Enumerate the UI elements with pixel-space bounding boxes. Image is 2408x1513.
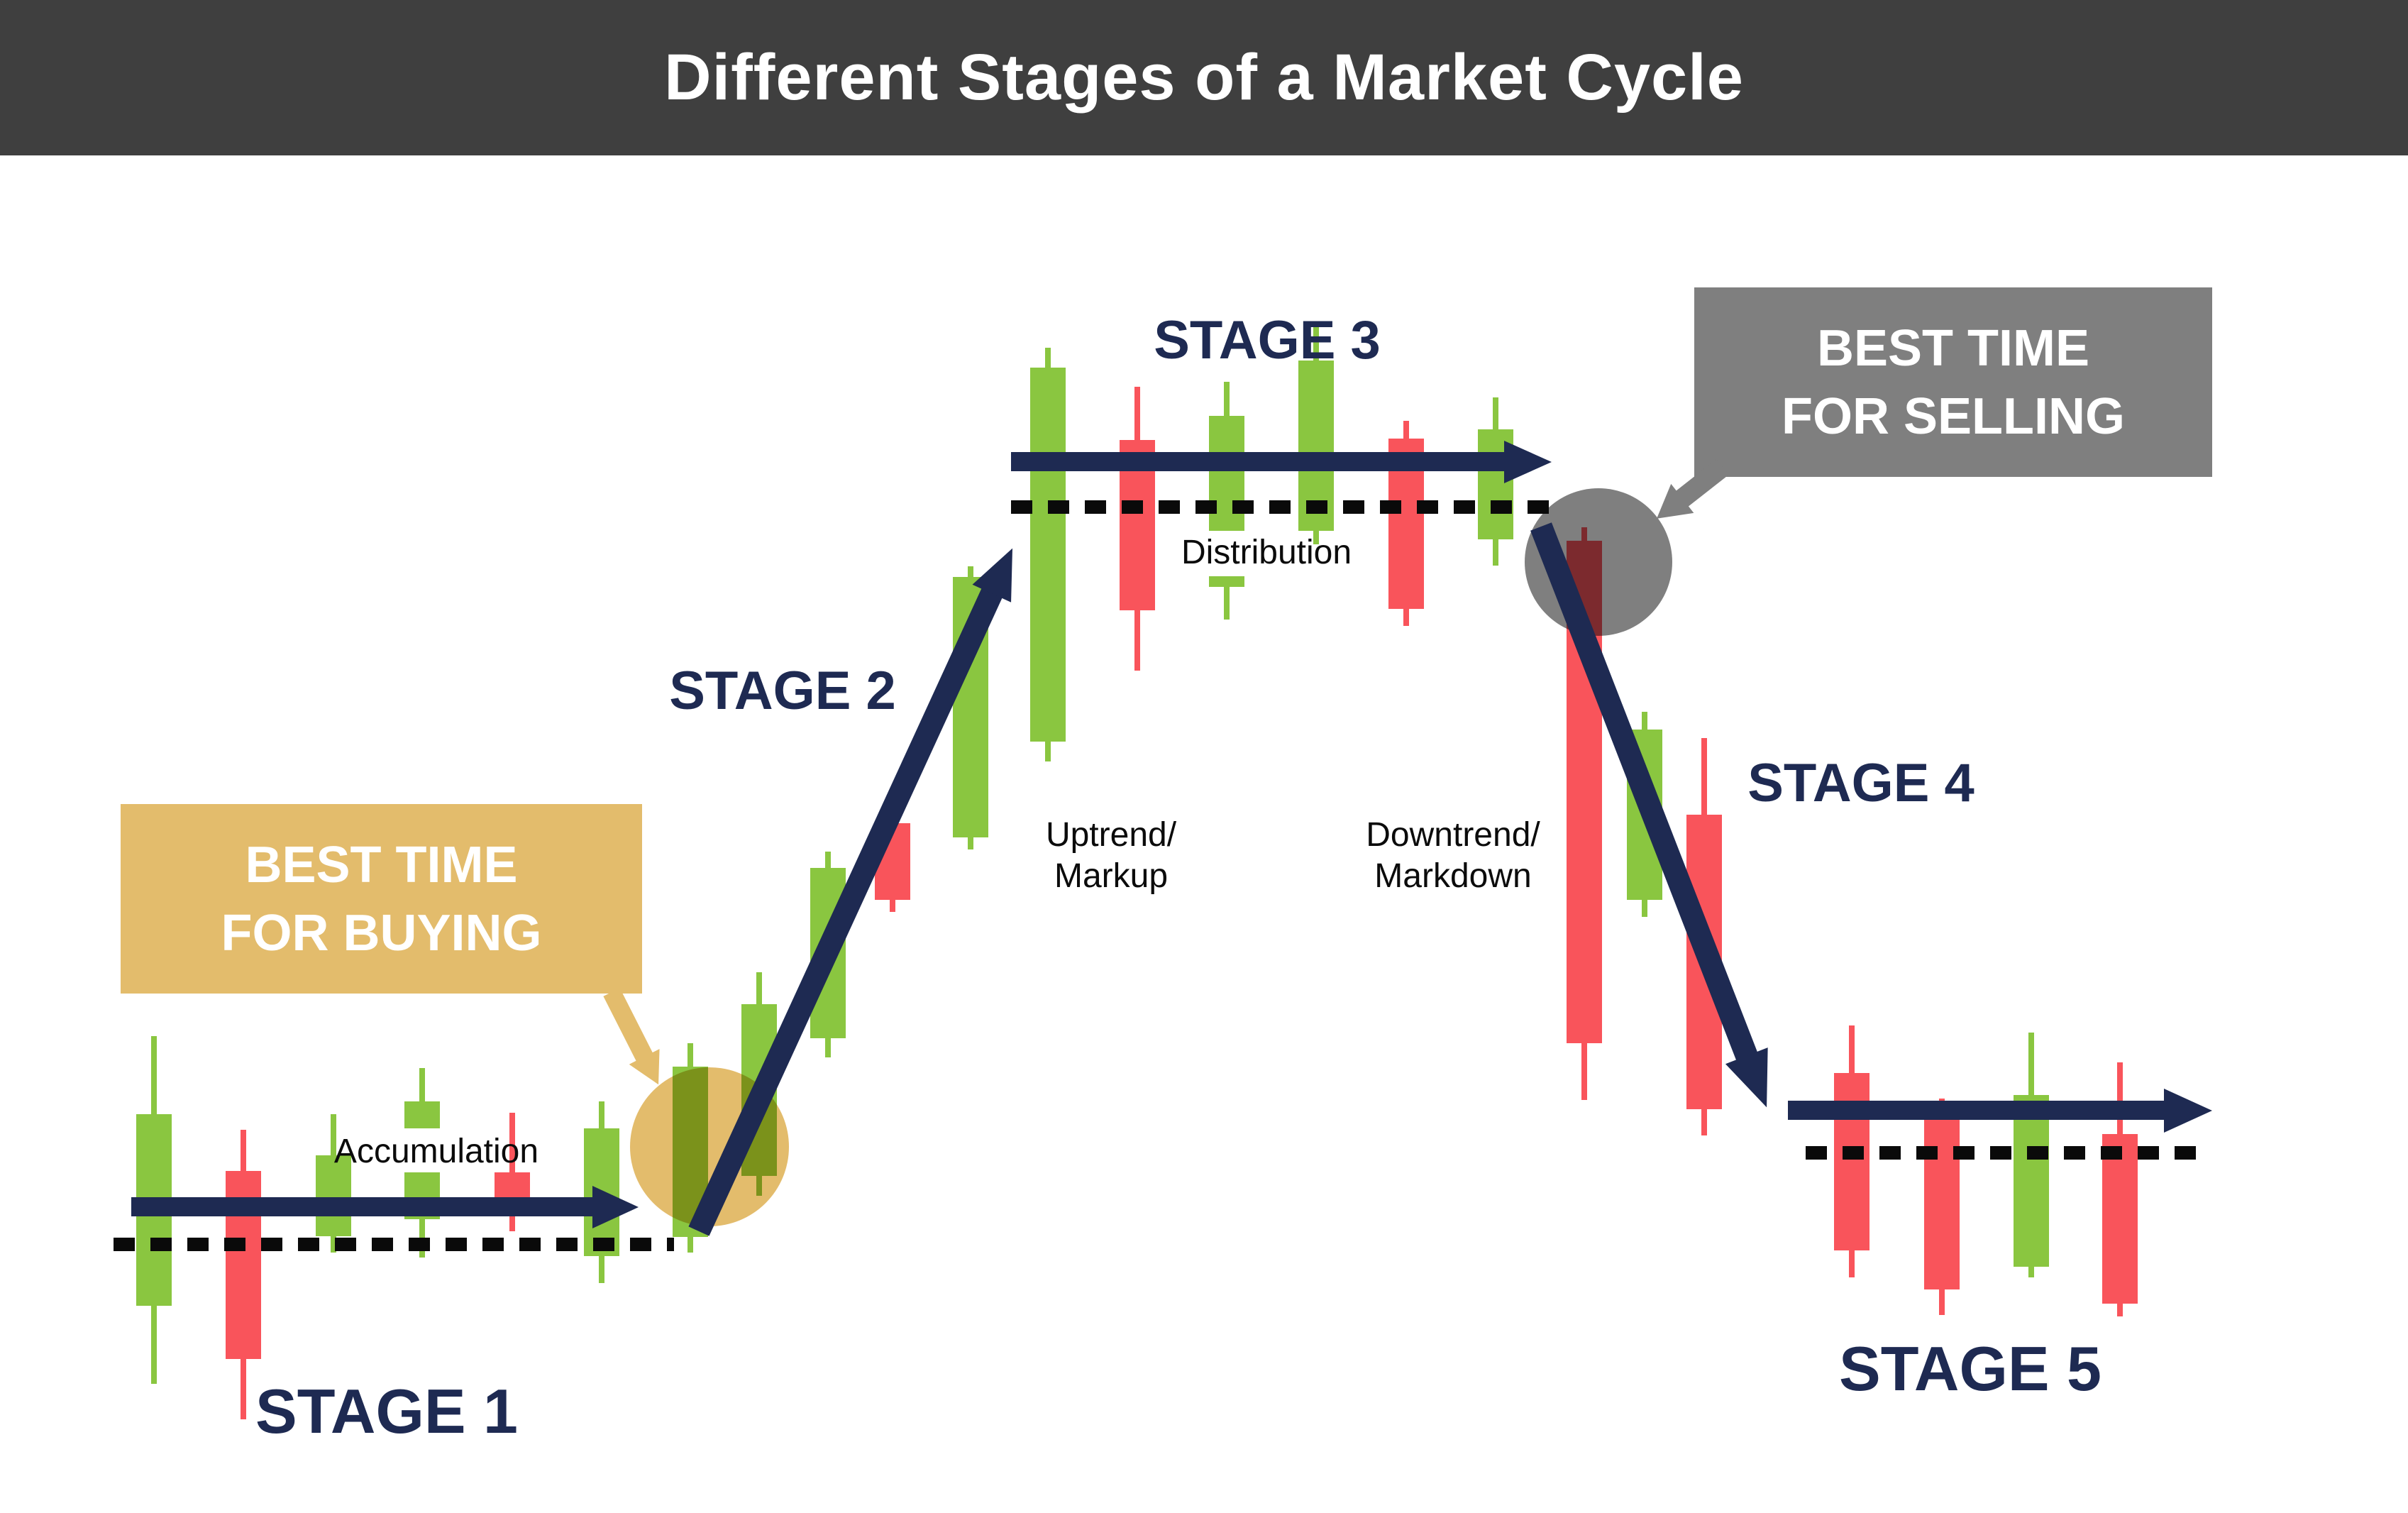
selling-callout-line1: BEST TIME <box>1816 319 2089 377</box>
downtrend-label-line2: Markdown <box>1374 857 1532 895</box>
best-time-for-selling-callout: BEST TIME FOR SELLING <box>1694 287 2212 477</box>
stage2-label: STAGE 2 <box>669 661 896 721</box>
distribution-label: Distribution <box>1181 534 1352 571</box>
candle-body <box>1030 368 1066 742</box>
uptrend-markup-label: Uptrend/ Markup <box>1046 815 1176 897</box>
stage5-dashed-line <box>1806 1146 2202 1160</box>
stage1-trend-arrowhead-icon <box>592 1186 639 1228</box>
candle-body <box>2014 1095 2049 1267</box>
accumulation-label: Accumulation <box>333 1133 539 1170</box>
page-title: Different Stages of a Market Cycle <box>664 41 1744 114</box>
candle-wick <box>509 1113 515 1231</box>
stage4-label: STAGE 4 <box>1747 753 1975 813</box>
candle-body <box>1209 576 1244 587</box>
candle-body <box>404 1101 440 1128</box>
stage5-label: STAGE 5 <box>1838 1333 2102 1404</box>
best-time-for-buying-callout: BEST TIME FOR BUYING <box>121 804 642 994</box>
stage3-trend-arrowhead-icon <box>1504 441 1552 483</box>
candle-body <box>2102 1134 2138 1304</box>
uptrend-label-line2: Markup <box>1054 857 1169 895</box>
candle-wick <box>419 1068 425 1128</box>
stage3-label: STAGE 3 <box>1154 310 1381 370</box>
candle-body <box>316 1155 351 1236</box>
candle-body <box>495 1172 530 1199</box>
stage1-dashed-line <box>114 1238 674 1251</box>
downtrend-markdown-label: Downtrend/ Markdown <box>1366 815 1540 897</box>
stage3-dashed-line <box>1011 500 1552 514</box>
stage3-trend-arrow <box>1011 452 1504 471</box>
candle-body <box>1924 1119 1960 1289</box>
uptrend-label-line1: Uptrend/ <box>1045 816 1177 854</box>
candle-body <box>1834 1073 1869 1250</box>
buying-callout-line2: FOR BUYING <box>221 904 542 962</box>
buying-callout-line1: BEST TIME <box>245 836 518 893</box>
candle-wick <box>1224 576 1230 620</box>
downtrend-label-line1: Downtrend/ <box>1366 816 1540 854</box>
header-bar <box>0 0 2408 155</box>
stage5-trend-arrowhead-icon <box>2164 1089 2212 1133</box>
stage1-label: STAGE 1 <box>255 1376 519 1446</box>
stage1-trend-arrow <box>131 1197 592 1216</box>
stage5-trend-arrow <box>1788 1101 2164 1120</box>
selling-callout-line2: FOR SELLING <box>1782 387 2125 445</box>
